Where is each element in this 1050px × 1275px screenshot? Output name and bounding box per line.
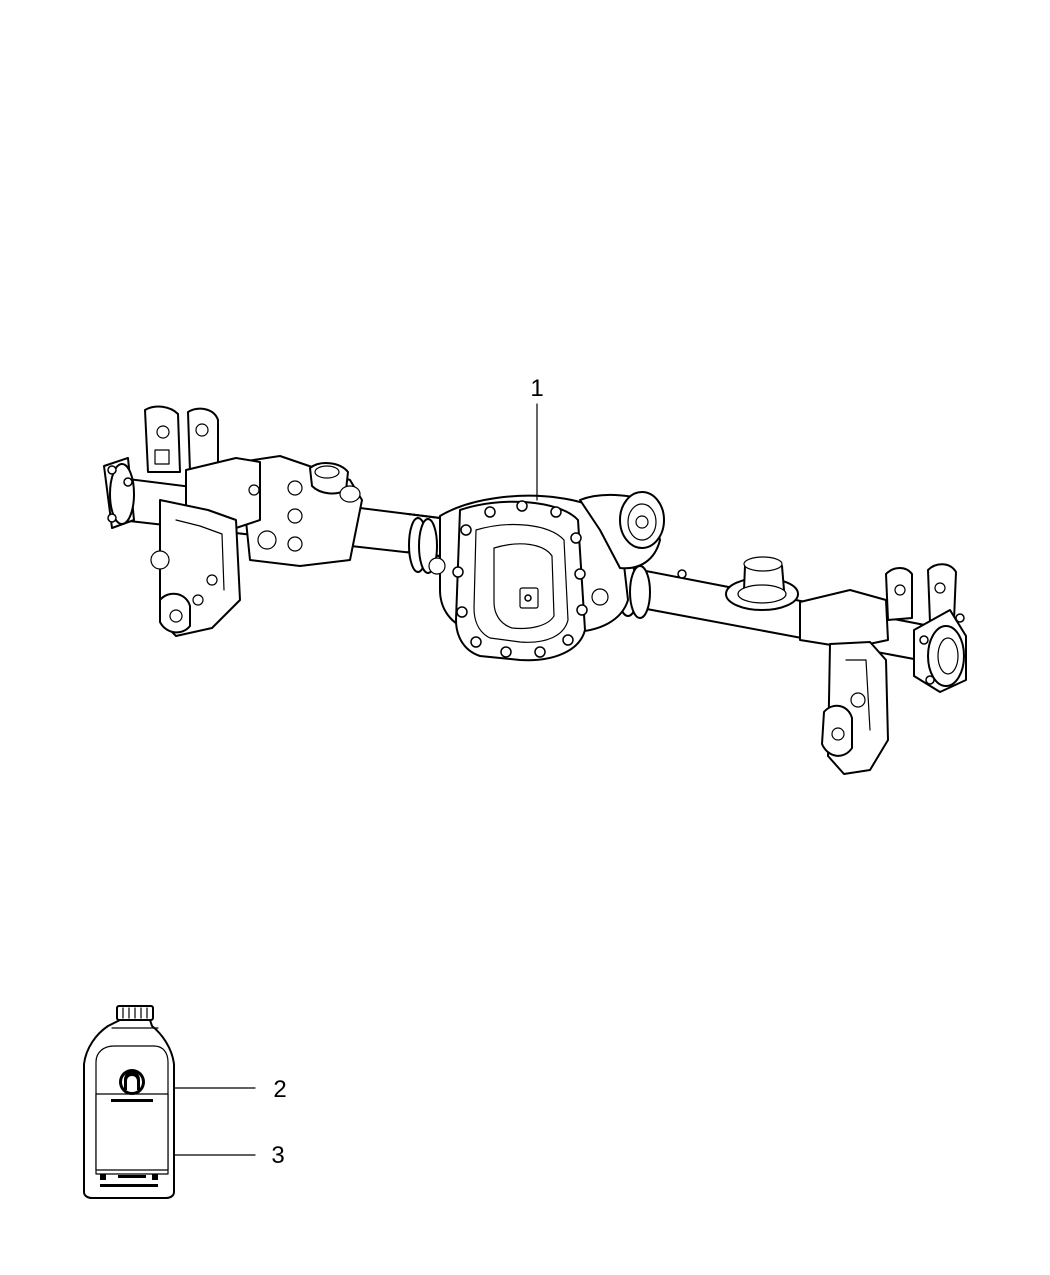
left-axle-end bbox=[103, 457, 135, 529]
left-upper-mount bbox=[239, 455, 363, 567]
lubricant-bottle-label bbox=[95, 1045, 169, 1187]
left-lower-bracket bbox=[150, 499, 241, 637]
lubricant-bottle[interactable] bbox=[83, 1005, 175, 1199]
mopar-logo-icon bbox=[111, 1069, 153, 1102]
right-lower-bracket bbox=[821, 641, 889, 775]
callout-leaders bbox=[173, 403, 538, 1156]
axle-assembly[interactable] bbox=[103, 405, 967, 775]
right-axle-end bbox=[913, 609, 967, 693]
right-spring-seat bbox=[725, 556, 799, 611]
callout-label-2: 2 bbox=[273, 1076, 286, 1103]
differential-cover bbox=[452, 500, 588, 662]
callout-label-1: 1 bbox=[530, 375, 543, 402]
right-upper-bracket bbox=[799, 563, 957, 649]
callout-label-3: 3 bbox=[271, 1142, 284, 1169]
